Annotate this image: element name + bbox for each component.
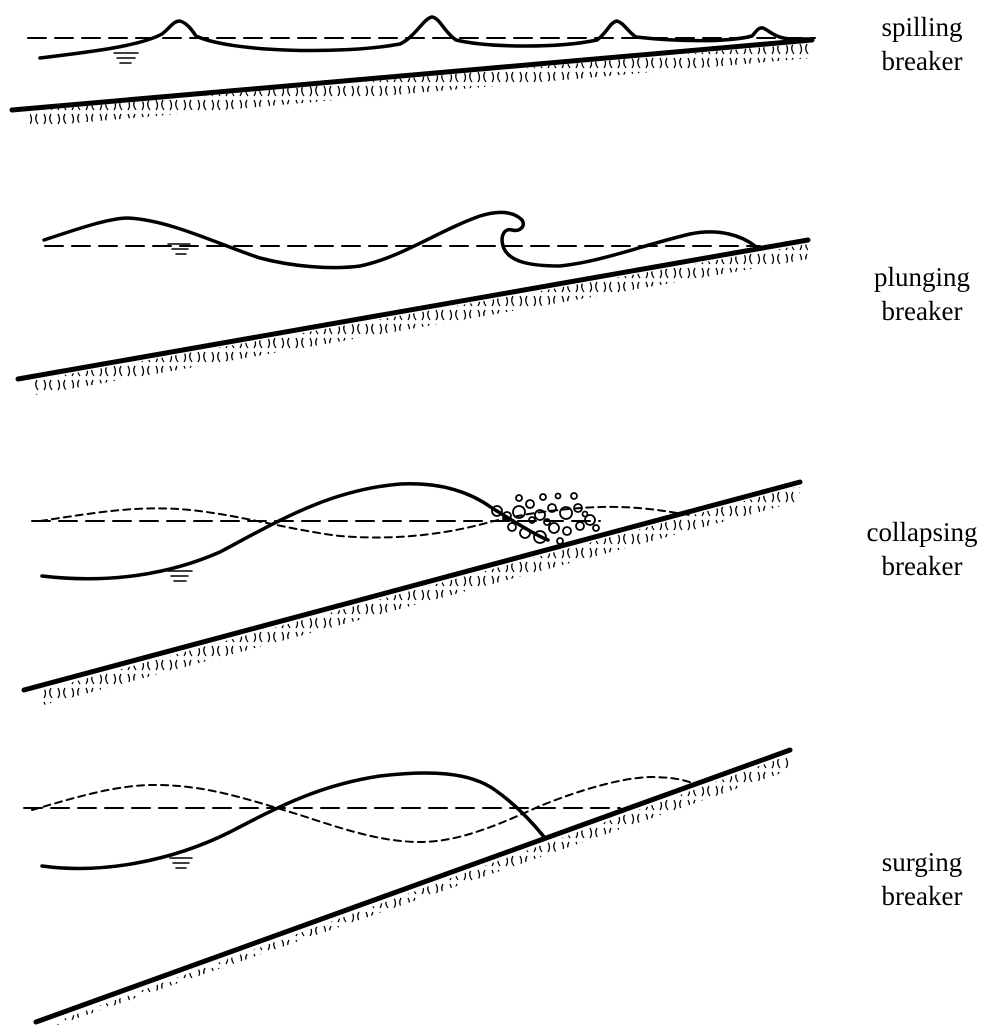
water-level-mark-collapsing bbox=[168, 571, 192, 581]
water-surface-plunging bbox=[44, 213, 755, 268]
label-plunging-line1: plunging bbox=[852, 260, 987, 294]
label-spilling-line1: spilling bbox=[852, 10, 987, 44]
label-plunging: plunging breaker bbox=[852, 260, 987, 328]
label-surging-line1: surging bbox=[852, 845, 987, 879]
water-surface-dashed-collapsing bbox=[40, 507, 690, 538]
label-surging: surging breaker bbox=[852, 845, 987, 913]
seabed-collapsing bbox=[24, 482, 800, 690]
seabed-spilling bbox=[12, 40, 812, 110]
seabed-hatch-collapsing bbox=[40, 486, 800, 706]
label-surging-line2: breaker bbox=[852, 879, 987, 913]
panel-collapsing bbox=[24, 482, 800, 706]
label-plunging-line2: breaker bbox=[852, 294, 987, 328]
water-level-mark-surging bbox=[170, 858, 192, 868]
label-collapsing-line1: collapsing bbox=[852, 515, 987, 549]
seabed-plunging bbox=[18, 240, 808, 379]
seabed-surging bbox=[36, 750, 790, 1022]
seabed-hatch-plunging bbox=[35, 244, 808, 395]
label-spilling-line2: breaker bbox=[852, 44, 987, 78]
label-collapsing: collapsing breaker bbox=[852, 515, 987, 583]
panel-plunging bbox=[18, 213, 808, 395]
panel-spilling bbox=[12, 17, 815, 127]
water-surface-collapsing bbox=[42, 484, 548, 579]
label-spilling: spilling breaker bbox=[852, 10, 987, 78]
water-level-mark-spilling bbox=[114, 53, 138, 63]
label-collapsing-line2: breaker bbox=[852, 549, 987, 583]
seabed-hatch-spilling bbox=[30, 43, 812, 127]
seabed-hatch-surging bbox=[52, 755, 790, 1027]
panel-surging bbox=[24, 750, 790, 1027]
